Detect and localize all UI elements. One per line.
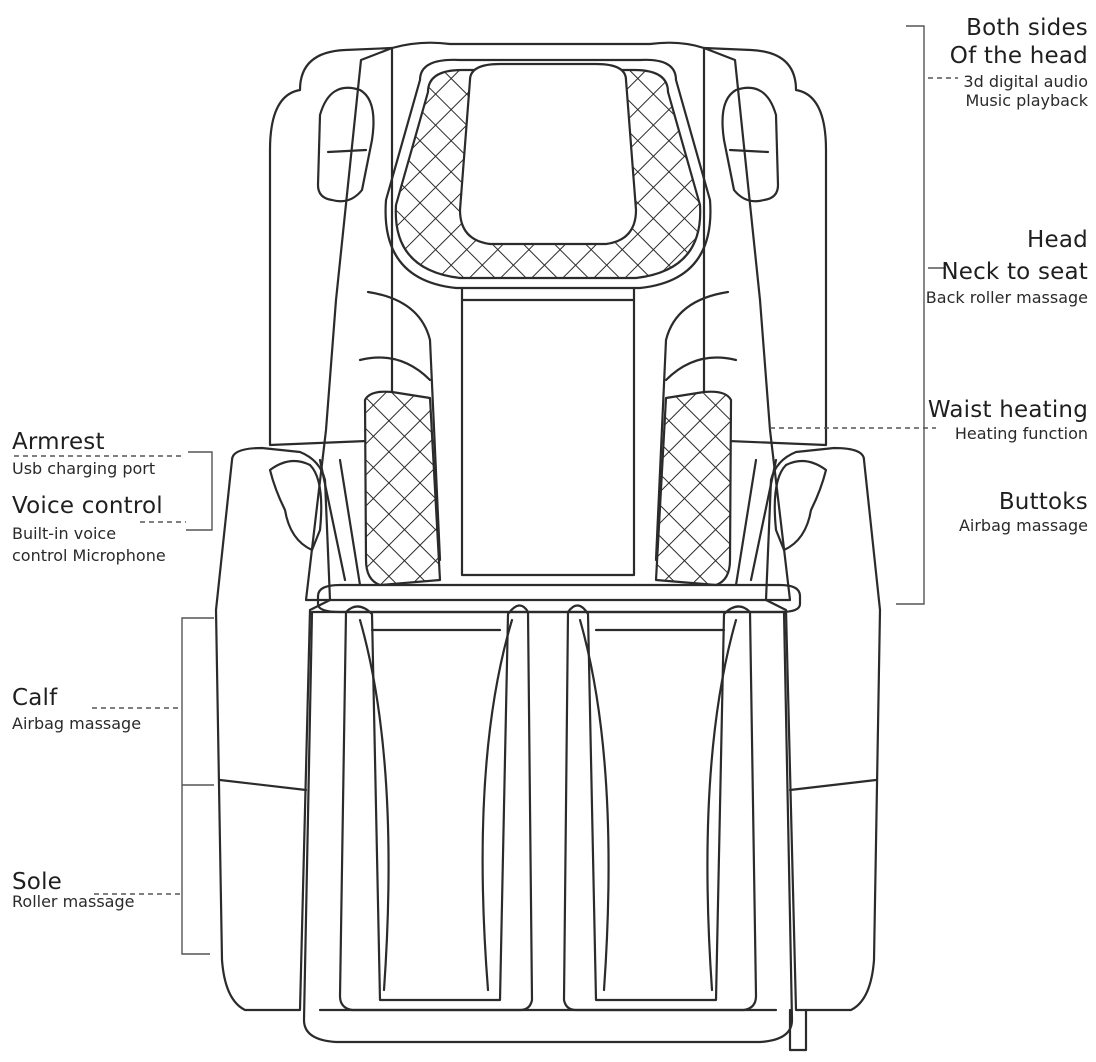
- callout-subtitle: Heating function: [954, 424, 1088, 444]
- callout-subtitle: 3d digital audio: [963, 72, 1088, 92]
- callout-buttocks: Buttoks Airbag massage: [959, 490, 1088, 535]
- callout-head-sides: Both sides Of the head 3d digital audio …: [950, 16, 1088, 110]
- armrest-bracket: [186, 451, 213, 531]
- right-bracket: [896, 25, 925, 605]
- callout-title: Neck to seat: [941, 259, 1088, 286]
- callout-lines: [14, 25, 958, 955]
- callout-title: Buttoks: [998, 489, 1088, 515]
- callout-armrest-title: Armrest: [12, 429, 105, 455]
- leg-rest: [302, 610, 794, 1044]
- right-waist-quilt: [654, 390, 733, 587]
- headrest-center: [458, 62, 638, 246]
- right-calf-channel: [562, 604, 758, 1012]
- leg-bracket: [181, 617, 214, 955]
- callout-voice-subtitle-2: control Microphone: [12, 546, 166, 565]
- callout-voice-title: Voice control: [12, 493, 163, 519]
- left-handle: [316, 86, 375, 203]
- backrest: [304, 41, 792, 602]
- callout-sole-subtitle: Roller massage: [12, 892, 135, 911]
- left-side-panel: [268, 46, 394, 447]
- right-handle: [721, 86, 780, 203]
- callout-calf-subtitle: Airbag massage: [12, 714, 142, 733]
- right-side-panel: [702, 46, 828, 447]
- left-waist-quilt: [363, 390, 442, 587]
- callout-subtitle: Music playback: [965, 91, 1088, 111]
- callout-armrest-subtitle: Usb charging port: [12, 459, 156, 478]
- callout-title: Waist heating: [927, 397, 1088, 423]
- right-control-pod: [773, 459, 828, 552]
- callout-voice-subtitle: Built-in voice: [12, 524, 117, 543]
- chair-drawing: [214, 41, 882, 1052]
- left-calf-channel: [338, 604, 534, 1012]
- callout-sole-title: Sole: [12, 869, 63, 895]
- callout-waist: Waist heating Heating function: [928, 398, 1088, 443]
- callout-title: Head: [1027, 227, 1088, 253]
- headrest-pad: [384, 58, 712, 290]
- callout-head-neck: Head Neck to seat Back roller massage: [926, 228, 1088, 307]
- callout-calf-title: Calf: [12, 685, 58, 711]
- callout-title: Both sides: [966, 15, 1088, 41]
- callout-subtitle: Back roller massage: [925, 288, 1088, 308]
- callout-title: Of the head: [949, 43, 1088, 70]
- callout-subtitle: Airbag massage: [958, 516, 1088, 536]
- seat-edge: [316, 583, 802, 614]
- left-control-pod: [268, 459, 323, 552]
